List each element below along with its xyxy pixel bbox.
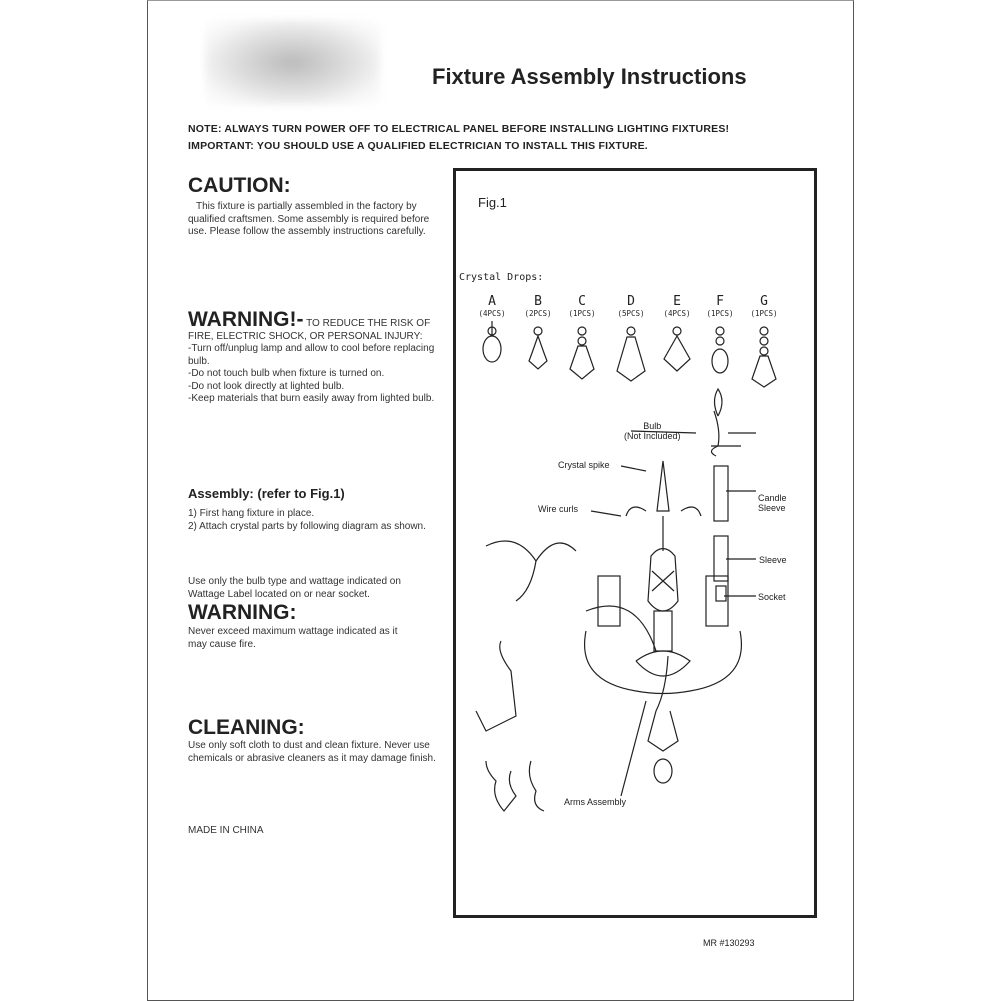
assembly-steps: 1) First hang fixture in place. 2) Attac… <box>188 508 448 533</box>
caution-text: This fixture is partially assembled in t… <box>188 201 430 237</box>
assembly-step: 2) Attach crystal parts by following dia… <box>188 520 426 532</box>
assembly-step: 1) First hang fixture in place. <box>188 508 315 519</box>
blurred-logo <box>205 20 380 105</box>
bulb-note: Use only the bulb type and wattage indic… <box>188 576 401 600</box>
callout-candle-sleeve: Candle Sleeve <box>758 493 787 513</box>
assembly-heading: Assembly: (refer to Fig.1) <box>188 486 345 501</box>
electrician-note: IMPORTANT: YOU SHOULD USE A QUALIFIED EL… <box>188 140 648 152</box>
made-in: MADE IN CHINA <box>188 825 264 836</box>
callout-arms-assembly: Arms Assembly <box>564 797 627 807</box>
drop-b: B(2PCS) <box>524 294 552 318</box>
warning-item: -Do not touch bulb when fixture is turne… <box>188 368 385 379</box>
cleaning-heading: CLEANING: <box>188 716 305 739</box>
drop-d: D(5PCS) <box>617 294 645 318</box>
callout-bulb: Bulb(Not Included) <box>624 421 681 441</box>
callout-sleeve: Sleeve <box>759 555 787 565</box>
chandelier-drawing <box>475 321 777 812</box>
power-note: NOTE: ALWAYS TURN POWER OFF TO ELECTRICA… <box>188 123 730 135</box>
warning-block: WARNING!- TO REDUCE THE RISK OF FIRE, EL… <box>188 309 448 406</box>
warning2-heading: WARNING: <box>188 601 297 624</box>
warning-item: -Turn off/unplug lamp and allow to cool … <box>188 343 435 367</box>
cleaning-text: Use only soft cloth to dust and clean fi… <box>188 740 436 764</box>
callout-socket: Socket <box>758 592 786 602</box>
callout-wire-curls: Wire curls <box>538 504 578 514</box>
figure-1: Fig.1 Crystal Drops: A(4PCS) B(2PCS) C(1… <box>453 168 817 918</box>
drop-c: C(1PCS) <box>568 294 596 318</box>
caution-heading: CAUTION: <box>188 174 291 197</box>
drop-f: F(1PCS) <box>706 294 734 318</box>
page-title: Fixture Assembly Instructions <box>432 64 747 89</box>
warning-item: -Keep materials that burn easily away fr… <box>188 393 435 404</box>
warning-lead: TO REDUCE THE RISK OF FIRE, ELECTRIC SHO… <box>188 318 431 342</box>
callout-crystal-spike: Crystal spike <box>558 460 610 470</box>
crystal-drops-label: Crystal Drops: <box>459 272 544 283</box>
crystal-drop-shapes <box>482 321 777 388</box>
drop-g: G(1PCS) <box>750 294 778 318</box>
chandelier-body <box>475 387 756 812</box>
drop-a: A(4PCS) <box>478 294 506 318</box>
warning-item: -Do not look directly at lighted bulb. <box>188 380 345 392</box>
model-number: MR #130293 <box>703 938 755 948</box>
figure-label: Fig.1 <box>478 195 507 210</box>
drop-e: E(4PCS) <box>663 294 691 318</box>
warning-heading: WARNING!- <box>188 308 304 331</box>
warning2-text: Never exceed maximum wattage indicated a… <box>188 626 398 650</box>
